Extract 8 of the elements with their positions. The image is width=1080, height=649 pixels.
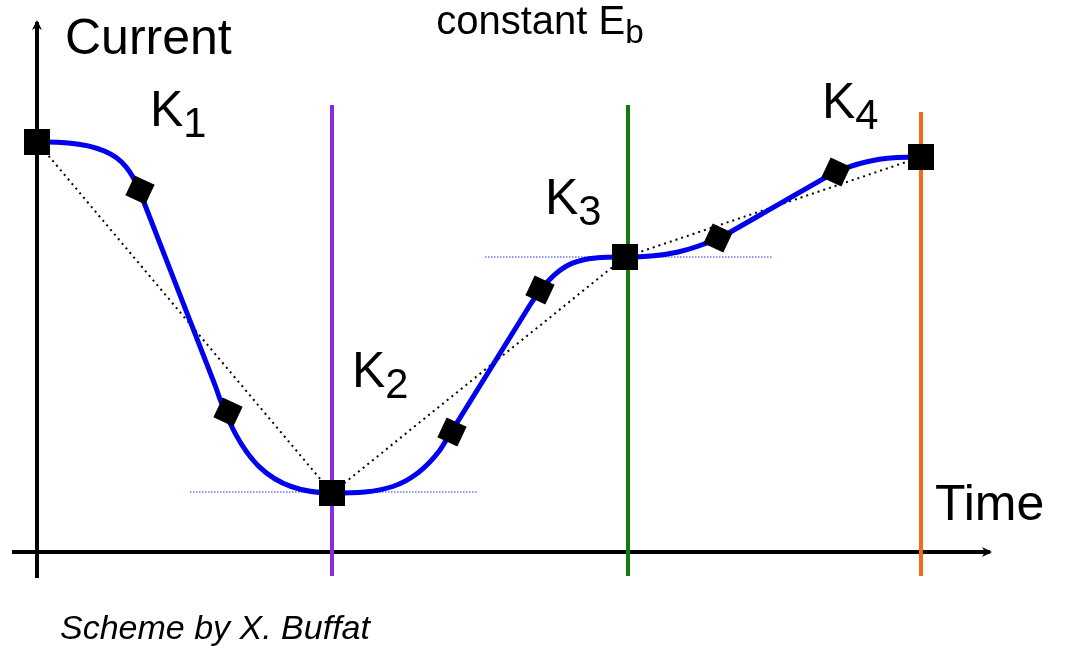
axis-label: Current: [65, 12, 232, 62]
knot-label: K$_{3}$: [545, 172, 602, 232]
knot-label: K$_{4}$: [822, 76, 879, 136]
title: constant E$_{b}$: [436, 0, 644, 42]
caption: Scheme by X. Buffat: [60, 610, 370, 644]
axis-label: Time: [935, 478, 1045, 528]
knot-label: K$_{2}$: [352, 345, 409, 405]
knot-label: K$_{1}$: [150, 84, 207, 144]
